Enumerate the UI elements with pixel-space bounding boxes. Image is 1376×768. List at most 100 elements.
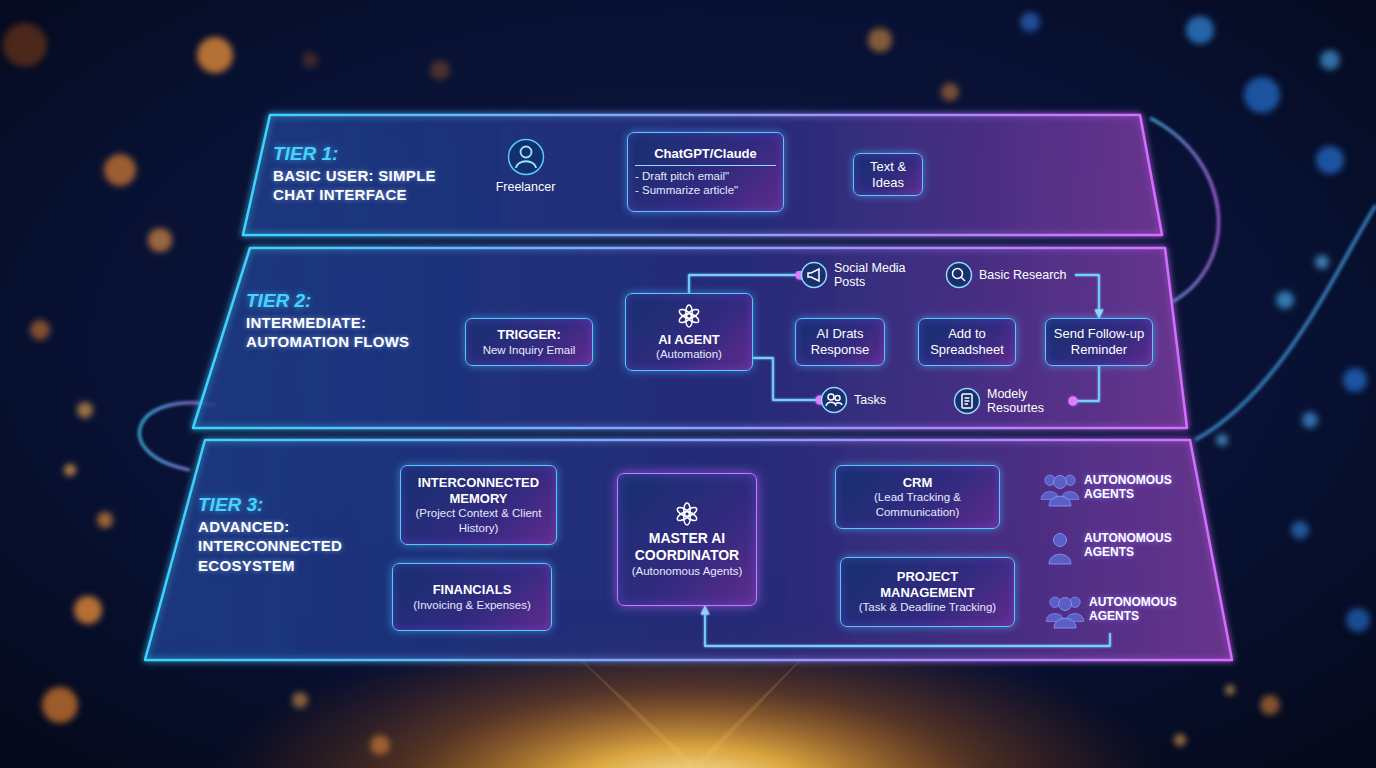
bokeh-light <box>430 60 450 80</box>
process-box: FINANCIALS(Invoicing & Expenses) <box>392 563 552 631</box>
bokeh-light <box>1291 521 1309 539</box>
bokeh-light <box>1020 12 1040 32</box>
agent-box: MASTER AI COORDINATOR(Autonomous Agents) <box>617 473 757 606</box>
bokeh-light <box>64 464 76 476</box>
agents-icon <box>1040 525 1080 565</box>
process-box: Text & Ideas <box>853 153 923 196</box>
bokeh-light <box>77 402 93 418</box>
bokeh-light <box>1186 16 1214 44</box>
process-box: AI Drats Response <box>795 318 885 366</box>
ai-logo-petal <box>678 307 693 320</box>
bokeh-light <box>302 52 318 68</box>
process-box: CRM(Lead Tracking & Communication) <box>835 465 1000 529</box>
tier-band-shape <box>243 115 1162 235</box>
node-title: AI Drats Response <box>803 326 877 357</box>
icon-ring <box>508 140 543 175</box>
node-title: Social Media Posts <box>834 261 922 290</box>
bokeh-light <box>1260 695 1280 715</box>
node-title: Modely Resourtes <box>987 387 1073 416</box>
bokeh-light <box>868 28 892 52</box>
person-icon <box>507 138 545 176</box>
bokeh-light <box>1315 255 1329 269</box>
process-box: Send Follow-up Reminder <box>1045 318 1153 366</box>
mega-icon <box>800 261 828 289</box>
icon-node: Social Media Posts <box>800 258 922 292</box>
agent-head <box>1059 598 1072 611</box>
agents-node: AUTONOMOUS AGENTS <box>1045 585 1180 633</box>
ai-logo-petals <box>676 503 698 525</box>
tier-band: TIER 3:ADVANCED: INTERCONNECTED ECOSYSTE… <box>145 440 1232 660</box>
node-title: Tasks <box>854 393 886 407</box>
bokeh-light <box>104 154 136 186</box>
node-title: MASTER AI COORDINATOR <box>625 530 749 564</box>
process-box: ChatGPT/Claude- Draft pitch email"- Summ… <box>627 132 784 212</box>
bokeh-light <box>1216 434 1228 446</box>
agent-head <box>1054 476 1067 489</box>
bokeh-light <box>97 512 113 528</box>
node-title: TRIGGER: <box>497 327 561 343</box>
node-text: ADVANCED: INTERCONNECTED ECOSYSTEM <box>198 517 373 576</box>
node-text: (Autonomous Agents) <box>632 564 743 578</box>
node-title: TIER 2: <box>246 290 414 313</box>
icon-ring <box>955 389 980 414</box>
bokeh-light <box>1244 77 1280 113</box>
node-text: (Invoicing & Expenses) <box>413 598 531 612</box>
icon-node: Basic Research <box>945 258 1075 292</box>
people-body <box>826 402 842 406</box>
ai-logo-icon <box>674 501 700 527</box>
agent-silhouette <box>1049 534 1071 565</box>
bokeh-light <box>1225 685 1235 695</box>
people-head <box>835 396 840 401</box>
tier-band: TIER 2:INTERMEDIATE: AUTOMATION FLOWSTRI… <box>193 248 1187 428</box>
bokeh-light <box>197 37 233 73</box>
process-box: Add to Spreadsheet <box>918 318 1016 366</box>
tier-band: TIER 1:BASIC USER: SIMPLE CHAT INTERFACE… <box>243 115 1162 235</box>
agents-node: AUTONOMOUS AGENTS <box>1040 521 1175 569</box>
icon-ring <box>822 388 847 413</box>
bokeh-light <box>3 23 47 67</box>
icon-node: Tasks <box>820 385 902 415</box>
people-icon <box>820 386 848 414</box>
process-box: TRIGGER:New Inquiry Email <box>465 318 593 366</box>
agent-silhouette <box>1049 476 1071 507</box>
person-body <box>516 161 536 168</box>
doc-lines <box>965 398 970 404</box>
node-title: AUTONOMOUS AGENTS <box>1084 473 1175 502</box>
search-glyph <box>953 269 963 279</box>
node-title: Basic Research <box>979 268 1067 282</box>
search-icon <box>945 261 973 289</box>
bokeh-light <box>1346 608 1370 632</box>
agent-body <box>1054 618 1076 628</box>
process-box: PROJECT MANAGEMENT(Task & Deadline Track… <box>840 557 1015 627</box>
node-title: AUTONOMOUS AGENTS <box>1089 595 1180 624</box>
agent-box: AI AGENT(Automation) <box>625 293 753 371</box>
node-title: Add to Spreadsheet <box>926 326 1008 357</box>
light-swirl <box>1195 205 1376 440</box>
ai-logo-petals <box>678 305 700 327</box>
node-title: FINANCIALS <box>433 582 512 598</box>
agents-node: AUTONOMOUS AGENTS <box>1040 463 1175 511</box>
bokeh-light <box>148 228 172 252</box>
bokeh-light <box>1316 146 1344 174</box>
people-head <box>828 394 834 400</box>
node-title: AI AGENT <box>658 332 720 348</box>
agent-head <box>1054 534 1067 547</box>
node-title: INTERCONNECTED MEMORY <box>408 475 549 506</box>
search-handle <box>961 277 965 281</box>
agent-body <box>1049 554 1071 564</box>
ai-logo-petal <box>676 506 691 519</box>
tier-band-shape <box>145 440 1232 660</box>
agents-icon <box>1045 589 1085 629</box>
icon-ring <box>802 263 827 288</box>
icon-node: Modely Resourtes <box>953 383 1073 419</box>
bokeh-light <box>941 83 959 101</box>
process-box: INTERCONNECTED MEMORY(Project Context & … <box>400 465 557 545</box>
tier-heading: TIER 1:BASIC USER: SIMPLE CHAT INTERFACE <box>273 143 473 205</box>
bokeh-light <box>1320 50 1340 70</box>
node-title: PROJECT MANAGEMENT <box>848 569 1007 600</box>
node-text: (Lead Tracking & Communication) <box>843 490 992 519</box>
person-node: Freelancer <box>478 138 573 216</box>
node-title: CRM <box>903 475 933 491</box>
node-text: - Summarize article" <box>635 183 776 197</box>
